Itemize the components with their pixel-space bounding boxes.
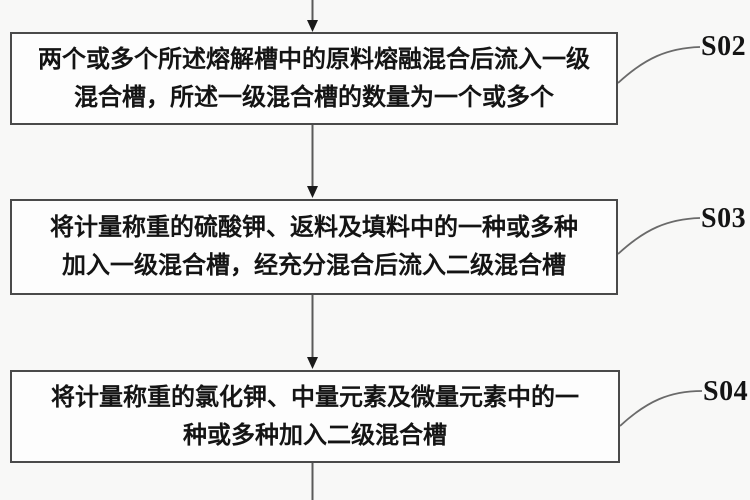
leader-curve-s03 bbox=[617, 217, 701, 255]
flow-step-text-line: 种或多种加入二级混合槽 bbox=[183, 421, 447, 449]
step-label-s02: S02 bbox=[701, 31, 747, 62]
flow-step-text-line: 加入一级混合槽，经充分混合后流入二级混合槽 bbox=[62, 252, 566, 279]
arrowhead-icon bbox=[307, 20, 318, 32]
step-label-s03: S03 bbox=[701, 203, 747, 234]
flow-step-text-line: 将计量称重的硫酸钾、返料及填料中的一种或多种 bbox=[50, 214, 578, 241]
leader-curve-s04 bbox=[619, 390, 703, 427]
flow-step-text-line: 两个或多个所述熔解槽中的原料熔融混合后流入一级 bbox=[38, 45, 590, 73]
flow-step-box-s03: 将计量称重的硫酸钾、返料及填料中的一种或多种 加入一级混合槽，经充分混合后流入二… bbox=[10, 199, 618, 295]
arrowhead-icon bbox=[307, 357, 318, 369]
flow-step-text-line: 混合槽，所述一级混合槽的数量为一个或多个 bbox=[74, 83, 554, 111]
flow-step-text-line: 将计量称重的氯化钾、中量元素及微量元素中的一 bbox=[51, 383, 579, 411]
arrowhead-icon bbox=[307, 186, 318, 198]
step-label-s04: S04 bbox=[703, 376, 749, 407]
flow-step-box-s04: 将计量称重的氯化钾、中量元素及微量元素中的一 种或多种加入二级混合槽 bbox=[10, 370, 620, 463]
leader-curve-s02 bbox=[617, 46, 701, 84]
flow-step-box-s02: 两个或多个所述熔解槽中的原料熔融混合后流入一级 混合槽，所述一级混合槽的数量为一… bbox=[10, 32, 618, 125]
